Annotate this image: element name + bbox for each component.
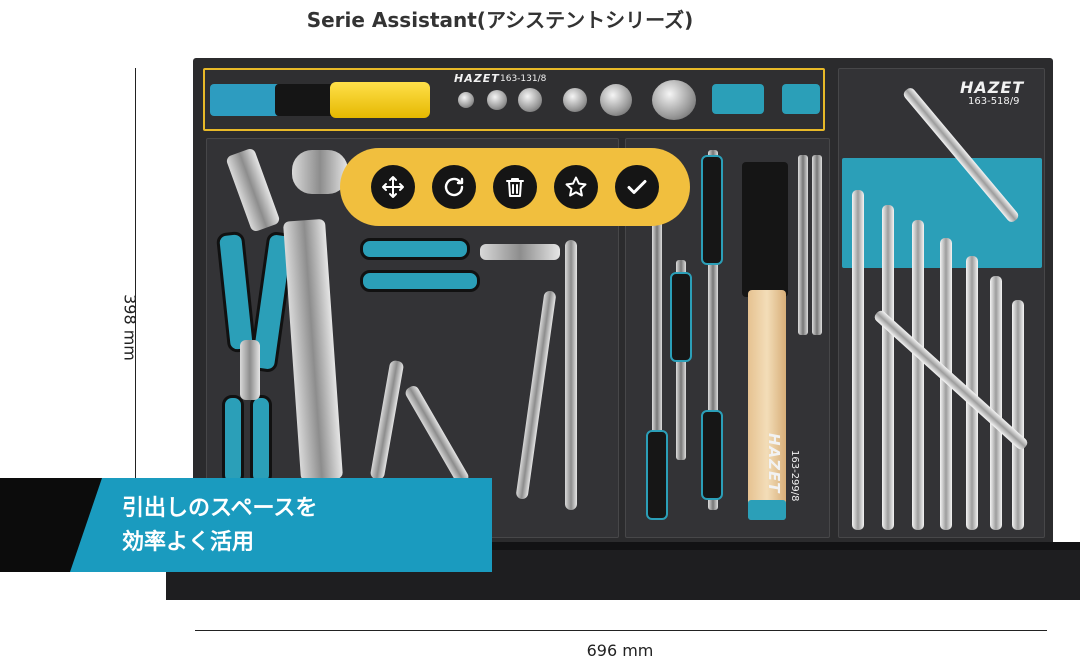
foam-slot: [712, 84, 764, 114]
punch: [652, 220, 662, 520]
hammer-handle: [748, 290, 786, 520]
favorite-button[interactable]: [554, 165, 599, 209]
punch-grip: [670, 272, 692, 362]
star-icon: [565, 176, 587, 197]
delete-button[interactable]: [492, 165, 537, 209]
move-button[interactable]: [370, 165, 415, 209]
socket: [518, 88, 542, 112]
punch-grip: [646, 430, 668, 520]
socket: [458, 92, 474, 108]
width-dimension-line: [195, 630, 1047, 631]
punch-grip: [701, 410, 723, 500]
wrench-tray-code: 163-518/9: [968, 96, 1020, 107]
socket: [563, 88, 587, 112]
rotate-icon: [444, 177, 463, 197]
foam-slot: [782, 84, 820, 114]
tool-handle-black: [275, 84, 335, 116]
page-title: Serie Assistant(アシステントシリーズ): [306, 8, 694, 32]
move-icon: [381, 176, 404, 198]
rotate-button[interactable]: [431, 165, 476, 209]
socket-tray-code: 163-131/8: [500, 74, 547, 84]
check-icon: [627, 180, 647, 194]
trash-icon: [505, 178, 524, 197]
socket: [600, 84, 632, 116]
banner-line-2: 効率よく活用: [122, 530, 255, 555]
punch: [798, 155, 808, 335]
width-dimension-label: 696 mm: [586, 641, 654, 660]
water-pump-plier: [292, 150, 348, 194]
punch: [812, 155, 822, 335]
plier-arm: [250, 395, 272, 485]
tool-handle-blue: [210, 84, 280, 116]
plier-jaw: [240, 340, 260, 400]
plier-jaw: [480, 244, 560, 260]
height-dimension-line: [135, 68, 136, 480]
punch: [708, 150, 718, 510]
wrench: [912, 220, 924, 530]
wrench: [852, 190, 864, 530]
socket-tray-brand: HAZET: [454, 72, 500, 85]
wrench: [882, 205, 894, 530]
plier-arm: [222, 395, 244, 485]
confirm-button[interactable]: [615, 165, 660, 209]
circlip-plier: [565, 240, 577, 510]
punch-tray-brand: HAZET: [765, 433, 783, 494]
drawer-front-edge: [166, 542, 1080, 550]
banner-text: 引出しのスペースを 効率よく活用: [122, 492, 317, 560]
plier-arm: [360, 238, 470, 260]
punch-tray-code: 163-299/8: [789, 450, 800, 502]
promo-banner: [70, 478, 492, 572]
socket: [487, 90, 507, 110]
wrench: [990, 276, 1002, 530]
hammer-head: [742, 162, 788, 297]
wrench-tray-brand: HAZET: [960, 78, 1025, 97]
banner-line-1: 引出しのスペースを: [122, 496, 318, 521]
socket: [652, 80, 696, 120]
height-dimension-label: 398 mm: [120, 294, 140, 361]
wrench: [1012, 300, 1024, 530]
hammer-tip: [748, 500, 786, 520]
punch-grip: [701, 155, 723, 265]
plier-arm: [360, 270, 480, 292]
edit-toolbar: [340, 148, 690, 226]
tool-handle-yellow: [330, 82, 430, 118]
